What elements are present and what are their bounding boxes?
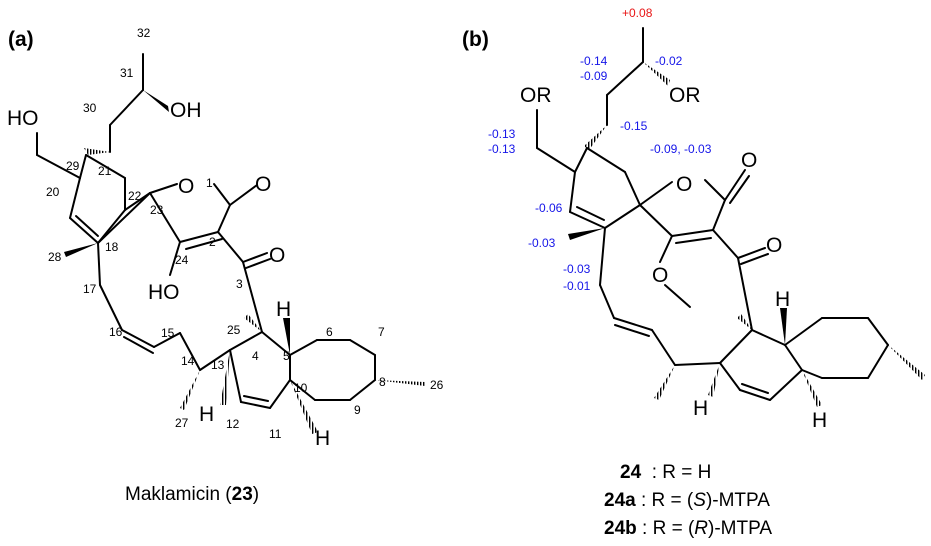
locant-27: 27 — [175, 416, 189, 430]
locant-21: 21 — [98, 164, 112, 178]
atom-o-lactone: O — [178, 175, 194, 198]
locant-26: 26 — [430, 378, 444, 392]
atom-ho-24: HO — [148, 281, 180, 304]
shift-c29-a: -0.13 — [488, 127, 516, 141]
compound-legend: 24 : R = H 24a : R = (S)-MTPA 24b : R = … — [604, 462, 772, 539]
atom-o-methoxy: O — [652, 264, 668, 287]
hashed-bond — [220, 350, 230, 405]
locant-10: 10 — [294, 381, 308, 395]
locant-30: 30 — [83, 101, 97, 115]
hashed-bond — [888, 345, 925, 380]
wedge-bond — [568, 228, 605, 240]
locant-12: 12 — [226, 417, 240, 431]
locant-31: 31 — [120, 66, 134, 80]
structure-mtpa-derivative: OR OR O O O O H H H +0.08 -0.14 -0.09 -0… — [488, 6, 925, 432]
locant-4: 4 — [252, 349, 259, 363]
shift-c30-a: -0.14 — [580, 54, 608, 68]
hashed-bond — [180, 370, 200, 410]
locant-11: 11 — [269, 427, 282, 441]
shift-c28: -0.03 — [528, 236, 556, 250]
wedge-bond — [780, 308, 787, 345]
locant-28: 28 — [48, 250, 62, 264]
structure-maklamicin: OH HO O O O HO H H H 32 31 30 29 21 20 2… — [7, 26, 444, 450]
panel-b-label: (b) — [462, 28, 489, 51]
atom-oh-31: OH — [170, 99, 202, 122]
locant-13: 13 — [211, 358, 225, 372]
locant-2: 2 — [209, 235, 216, 249]
atom-h-10: H — [315, 427, 330, 450]
hashed-bond — [654, 365, 675, 400]
locant-14: 14 — [181, 354, 195, 368]
locant-15: 15 — [161, 326, 175, 340]
shift-c32: +0.08 — [622, 6, 653, 20]
locant-16: 16 — [109, 325, 123, 339]
atom-o-ketone-b: O — [766, 234, 782, 257]
locant-6: 6 — [326, 325, 333, 339]
atom-h-13b: H — [693, 397, 708, 420]
locant-25: 25 — [227, 323, 241, 337]
hashed-bond — [84, 148, 110, 155]
shift-c31: -0.02 — [655, 54, 683, 68]
wedge-bond — [143, 90, 169, 112]
atom-h-5b: H — [775, 288, 790, 311]
caption-a: Maklamicin (23) — [125, 484, 259, 505]
hashed-bond — [737, 314, 752, 330]
locant-5: 5 — [283, 349, 290, 363]
locant-17: 17 — [83, 282, 97, 296]
shift-c19: -0.06 — [535, 201, 563, 215]
locant-7: 7 — [378, 325, 385, 339]
wedge-bond — [283, 318, 290, 355]
hashed-bond — [375, 380, 425, 386]
hashed-bond — [802, 370, 822, 407]
locant-22: 22 — [128, 189, 142, 203]
locant-1: 1 — [206, 176, 213, 190]
locant-29: 29 — [66, 159, 80, 173]
atom-o-carbonyl-b: O — [741, 149, 757, 172]
shift-c17-b: -0.01 — [563, 279, 591, 293]
panel-a-label: (a) — [8, 28, 34, 51]
atom-h-10b: H — [812, 409, 827, 432]
legend-row-24a: 24a : R = (S)-MTPA — [604, 490, 770, 511]
locant-8: 8 — [379, 375, 386, 389]
shift-c17-a: -0.03 — [563, 262, 591, 276]
legend-row-24b: 24b : R = (R)-MTPA — [604, 518, 772, 539]
hashed-bond — [708, 363, 720, 397]
atom-or-29: OR — [520, 84, 552, 107]
shift-c29-b: -0.13 — [488, 142, 516, 156]
hashed-bond — [643, 62, 670, 86]
locant-32: 32 — [137, 26, 151, 40]
locant-3: 3 — [236, 277, 243, 291]
atom-ho-29: HO — [7, 107, 39, 130]
hashed-bond — [290, 380, 318, 434]
atom-o-ketone-3: O — [269, 244, 285, 267]
locant-18: 18 — [105, 240, 119, 254]
shift-c30-b: -0.09 — [580, 69, 608, 83]
locant-24: 24 — [175, 253, 189, 267]
locant-23: 23 — [150, 203, 164, 217]
hashed-bond — [584, 125, 607, 150]
legend-row-24: 24 : R = H — [620, 462, 711, 483]
locant-20: 20 — [46, 185, 60, 199]
shift-c22: -0.09, -0.03 — [650, 142, 712, 156]
atom-h-5: H — [276, 298, 291, 321]
locant-9: 9 — [354, 403, 361, 417]
hashed-bond — [244, 314, 262, 332]
atom-o-lactone-b: O — [676, 173, 692, 196]
atom-o-carbonyl-1: O — [255, 173, 271, 196]
atom-h-13: H — [199, 403, 214, 426]
atom-or-31: OR — [669, 84, 701, 107]
wedge-bond — [64, 243, 98, 257]
shift-c21: -0.15 — [620, 119, 648, 133]
